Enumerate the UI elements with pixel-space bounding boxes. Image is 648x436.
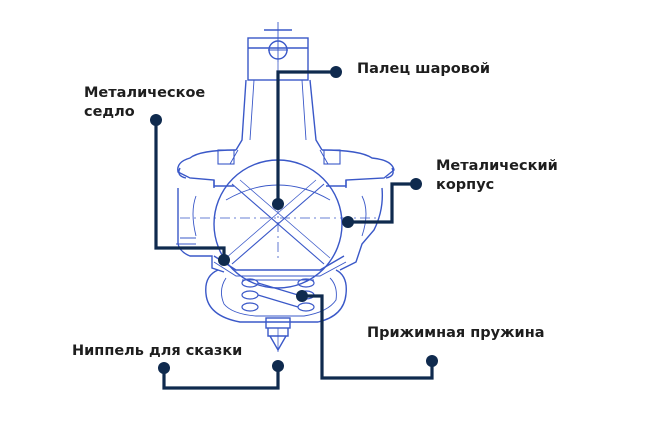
label-metal-housing-line1: Металический xyxy=(436,158,558,174)
leader-metal-seat xyxy=(154,120,226,260)
leader-ball-pin xyxy=(276,70,335,205)
dot-spring-end xyxy=(426,355,438,367)
label-ball-pin: Палец шаровой xyxy=(357,61,490,77)
housing-right xyxy=(339,187,384,271)
label-metal-housing: Металический корпус xyxy=(436,157,558,195)
housing-left xyxy=(177,188,225,273)
lower-cap xyxy=(205,269,347,323)
boot-right xyxy=(321,149,395,187)
dot-grease-nipple-end xyxy=(158,362,170,374)
leader-dots xyxy=(150,66,438,374)
dot-grease-nipple xyxy=(272,360,284,372)
leader-grease-nipple xyxy=(162,366,280,390)
label-metal-seat: Металическое седло xyxy=(84,84,205,122)
leader-metal-housing xyxy=(348,182,416,224)
dot-ball-pin xyxy=(272,198,284,210)
dot-spring xyxy=(296,290,308,302)
spring-coils xyxy=(241,278,315,312)
label-metal-housing-line2: корпус xyxy=(436,177,495,193)
dot-metal-housing-end xyxy=(410,178,422,190)
label-metal-seat-line1: Металическое xyxy=(84,85,206,101)
label-spring: Прижимная пружина xyxy=(367,325,545,341)
dot-ball-pin-end xyxy=(330,66,342,78)
dot-metal-seat-end xyxy=(150,114,162,126)
grease-nipple xyxy=(265,317,291,352)
label-grease-nipple: Ниппель для сказки xyxy=(72,343,243,359)
boot-left xyxy=(177,149,237,187)
dot-metal-seat xyxy=(218,254,230,266)
blueprint-lines xyxy=(176,22,395,352)
stud-taper xyxy=(235,79,323,151)
label-metal-seat-line2: седло xyxy=(84,104,135,120)
leader-spring xyxy=(304,294,434,380)
dot-metal-housing xyxy=(342,216,354,228)
